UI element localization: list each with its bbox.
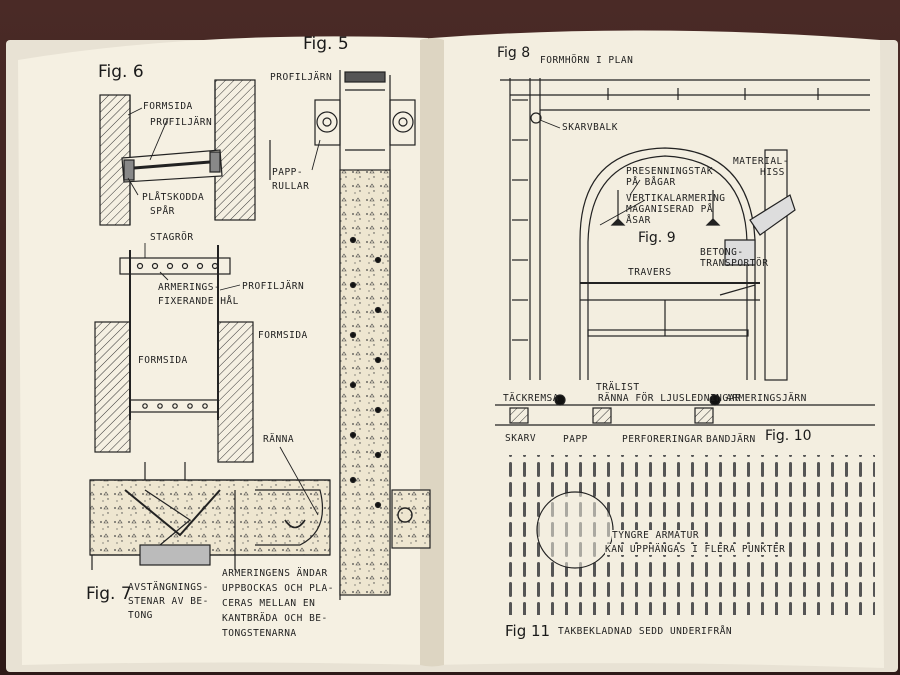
label-armeringsjarn: ARMERINGSJÄRN xyxy=(726,393,807,404)
label-formsida-mid: FORMSIDA xyxy=(258,330,308,341)
label-vertikal-3: ÅSAR xyxy=(626,215,651,226)
fig11-title: TAKBEKLADNAD SEDD UNDERIFRÅN xyxy=(558,626,733,637)
label-tyngre-1: TYNGRE ARMATUR xyxy=(612,530,700,541)
label-papp: PAPP xyxy=(563,434,588,445)
label-profiljarn-mid: PROFILJÄRN xyxy=(242,281,305,292)
label-formsida-top: FORMSIDA xyxy=(143,101,193,112)
label-platskodda-1: PLÅTSKODDA xyxy=(142,192,205,203)
label-betong-1: BETONG- xyxy=(700,247,744,258)
label-presenning-1: PRESENNINGSTAK xyxy=(626,166,714,177)
caption-left-line-2: STENAR AV BE- xyxy=(128,596,209,607)
fig6-drawing xyxy=(99,79,256,226)
label-presenning-2: PÅ BÅGAR xyxy=(626,177,676,188)
fig5-drawing xyxy=(269,70,416,600)
label-profiljarn-fig5: PROFILJÄRN xyxy=(270,72,333,83)
caption-left-line-1: AVSTÄNGNINGS- xyxy=(128,582,209,593)
caption-right-line-4: KANTBRÄDA OCH BE- xyxy=(222,613,328,624)
label-ranna: RÄNNA xyxy=(263,434,295,445)
label-skarv: SKARV xyxy=(505,433,537,444)
label-perforeringar: PERFORERINGAR xyxy=(622,434,703,445)
caption-right-line-3: CERAS MELLAN EN xyxy=(222,598,316,609)
label-vertikal-2: MAGANISERAD PÅ xyxy=(626,204,714,215)
label-betong-2: TRANSPORTÖR xyxy=(700,258,769,269)
spine-gutter xyxy=(420,38,444,667)
fig11-label: Fig 11 xyxy=(505,622,551,640)
label-ranna-ljus: RÄNNA FÖR LJUSLEDNINGAR xyxy=(598,393,742,404)
caption-right-line-1: ARMERINGENS ÄNDAR xyxy=(222,568,328,579)
label-travers: TRAVERS xyxy=(628,267,672,278)
fig7-drawing xyxy=(89,462,431,570)
label-tralist: TRÄLIST xyxy=(596,382,640,393)
label-skarvbalk: SKARVBALK xyxy=(562,122,618,133)
label-vertikal-1: VERTIKALARMERING xyxy=(626,193,726,204)
label-stagror: STAGRÖR xyxy=(150,232,194,243)
label-bandjarn: BANDJÄRN xyxy=(706,434,756,445)
label-profiljarn-top: PROFILJÄRN xyxy=(150,117,213,128)
label-material-1: MATERIAL- xyxy=(733,156,789,167)
fig10-drawing xyxy=(495,394,875,426)
label-papp-rullar-1: PAPP- xyxy=(272,167,304,178)
caption-right-line-2: UPPBOCKAS OCH PLA- xyxy=(222,583,334,594)
label-tyngre-2: KAN UPPHÄNGAS I FLERA PUNKTER xyxy=(605,544,786,555)
label-tackremsa: TÄCKREMSA xyxy=(503,393,559,404)
caption-left-line-3: TONG xyxy=(128,610,153,621)
fig6-label: Fig. 6 xyxy=(98,62,144,82)
fig8-label: Fig 8 xyxy=(497,45,531,61)
label-papp-rullar-2: RULLAR xyxy=(272,181,310,192)
label-platskodda-2: SPÅR xyxy=(150,206,175,217)
label-armerings-2: FIXERANDE HÅL xyxy=(158,296,239,307)
caption-right-line-5: TONGSTENARNA xyxy=(222,628,297,639)
label-formsida-left: FORMSIDA xyxy=(138,355,188,366)
leader-lines xyxy=(127,107,646,516)
fig8-fig9-drawing xyxy=(500,78,870,381)
label-material-2: HISS xyxy=(760,167,785,178)
fig7-label: Fig. 7 xyxy=(86,584,132,604)
fig5-label: Fig. 5 xyxy=(303,34,349,54)
label-armerings-1: ARMERINGS- xyxy=(158,282,221,293)
fig9-label: Fig. 9 xyxy=(638,230,676,246)
stagror-drawing xyxy=(94,245,254,463)
fig8-title: FORMHÖRN I PLAN xyxy=(540,55,634,66)
fig10-label: Fig. 10 xyxy=(765,428,812,444)
